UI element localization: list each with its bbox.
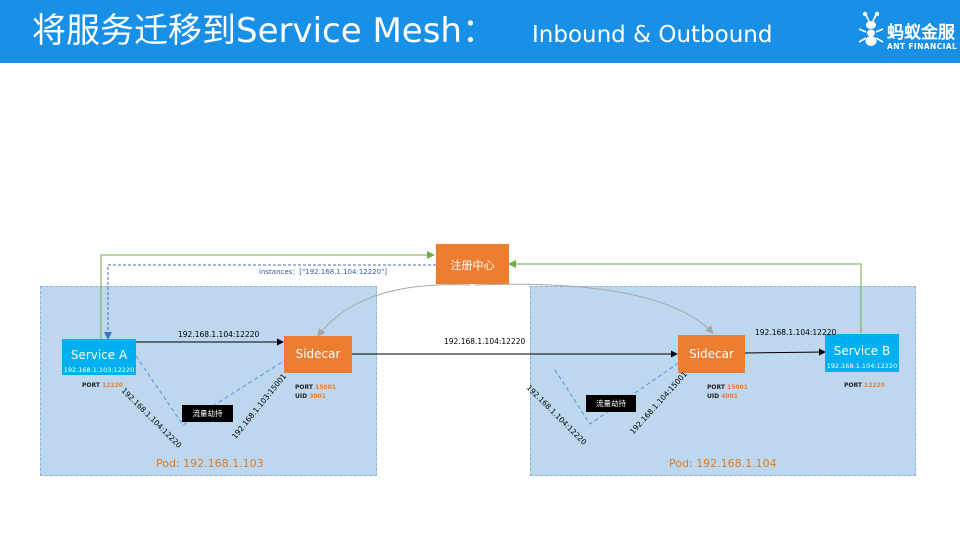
page-subtitle: Inbound & Outbound	[532, 22, 773, 48]
sidecar-b-uid-key: UID	[707, 393, 720, 400]
push-curve-b	[474, 283, 714, 334]
sidecar-a-name: Sidecar	[295, 347, 341, 361]
register-line-b	[508, 260, 862, 333]
subscribe-line	[104, 264, 436, 340]
registry-label: 注册中心	[450, 259, 495, 272]
pod-a-label: Pod: 192.168.1.103	[156, 457, 264, 470]
flow-sidecar-to-b	[744, 348, 826, 356]
pod-a-container	[40, 286, 377, 476]
sidecar-b-name: Sidecar	[689, 347, 734, 361]
header-bar: 将服务迁移到Service Mesh： Inbound & Outbound 蚂…	[0, 0, 960, 63]
traffic-hijack-b: 流量劫持	[586, 395, 636, 412]
sidecar-a-uid-key: UID	[295, 393, 308, 400]
service-b-address: 192.168.1.104:12220	[826, 362, 898, 370]
service-a-address: 192.168.1.103:12220	[63, 366, 135, 374]
ant-icon	[858, 11, 884, 46]
service-a-port-value: 12220	[102, 382, 123, 389]
register-line-a	[100, 251, 435, 340]
sidecar-a-node: Sidecar	[284, 336, 352, 373]
registry-node: 注册中心	[436, 244, 509, 284]
edge-label-b-top: 192.168.1.104:12220	[755, 328, 837, 337]
pod-b-label: Pod: 192.168.1.104	[669, 457, 777, 470]
sidecar-b-port-key: PORT	[707, 384, 725, 391]
sidecar-b-uid: UID 4001	[707, 392, 748, 401]
ant-financial-logo: 蚂蚁金服 ANT FINANCIAL	[856, 10, 957, 56]
sidecar-b-uid-value: 4001	[721, 393, 738, 400]
service-a-port: PORT 12220	[82, 381, 123, 390]
sidecar-a-port-key: PORT	[295, 384, 313, 391]
service-a-port-key: PORT	[82, 382, 100, 389]
hijack-v-b	[554, 361, 681, 425]
push-curve-a	[317, 284, 471, 337]
edge-label-a-top: 192.168.1.104:12220	[178, 330, 260, 339]
hijack-v-a	[135, 355, 291, 426]
service-b-name: Service B	[833, 344, 891, 358]
sidecar-a-uid-value: 3001	[309, 393, 326, 400]
service-a-name: Service A	[70, 348, 128, 362]
traffic-hijack-a: 流量劫持	[182, 405, 233, 422]
sidecar-a-port-value: 15001	[315, 384, 336, 391]
edge-label-middle: 192.168.1.104:12220	[444, 337, 526, 346]
instances-label: instances：["192.168.1.104:12220"]	[259, 268, 388, 276]
service-b-port-key: PORT	[844, 382, 862, 389]
sidecar-a-port: PORT 15001	[295, 383, 336, 392]
service-b-node: Service B 192.168.1.104:12220	[825, 334, 899, 372]
sidecar-a-info: PORT 15001 UID 3001	[295, 383, 336, 401]
page-title: 将服务迁移到Service Mesh：	[32, 11, 496, 51]
sidecar-a-uid: UID 3001	[295, 392, 336, 401]
logo-text-en: ANT FINANCIAL	[887, 42, 958, 51]
sidecar-b-info: PORT 15001 UID 4001	[707, 383, 748, 401]
sidecar-b-port: PORT 15001	[707, 383, 748, 392]
service-a-node: Service A 192.168.1.103:12220	[62, 339, 136, 375]
sidecar-b-node: Sidecar	[678, 335, 745, 373]
service-b-port-value: 12220	[864, 382, 885, 389]
logo-text-cn: 蚂蚁金服	[887, 23, 955, 43]
service-b-port: PORT 12220	[844, 381, 885, 390]
sidecar-b-port-value: 15001	[727, 384, 748, 391]
pod-b-container	[530, 286, 916, 476]
